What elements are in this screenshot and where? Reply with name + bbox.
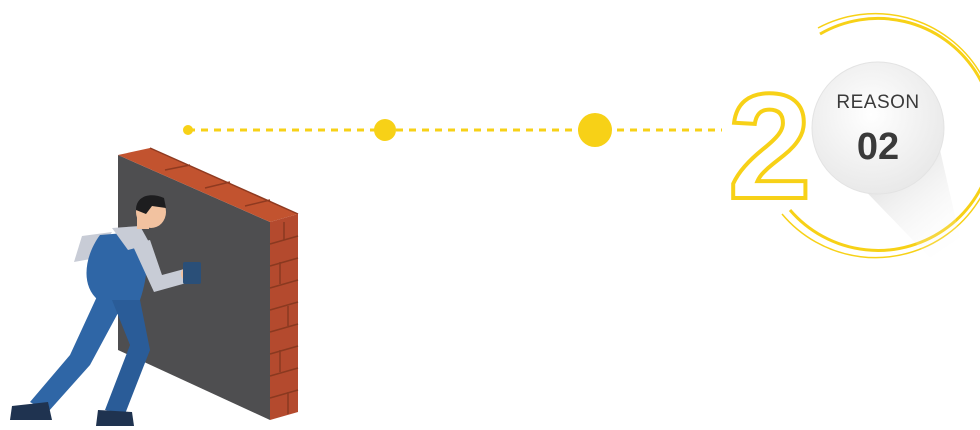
progress-dot-large <box>578 113 612 147</box>
brick-wall <box>118 147 299 420</box>
big-numeral-outline: 2 <box>728 62 811 230</box>
badge-number: 02 <box>856 126 900 168</box>
progress-dot-small <box>183 125 193 135</box>
plaster-trowel <box>183 262 201 284</box>
worker-illustration <box>10 195 201 426</box>
progress-dot-medium <box>374 119 396 141</box>
badge-disc <box>811 61 945 195</box>
reason-badge: 2 <box>726 12 980 259</box>
badge-label: REASON <box>836 92 920 113</box>
dotted-progress-line <box>183 113 722 147</box>
